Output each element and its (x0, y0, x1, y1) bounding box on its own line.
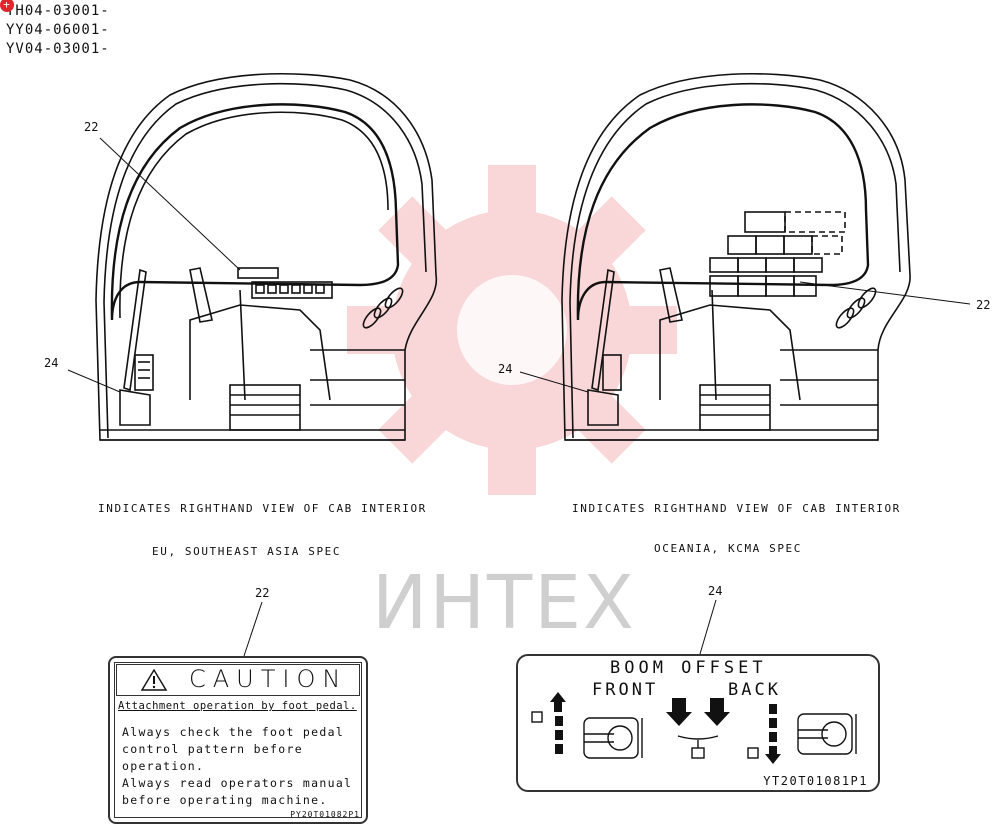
machine-top-view-left-icon (583, 717, 643, 759)
serial-range-2: YY04-06001- (6, 22, 110, 38)
watermark-text: ИНТЕХ (372, 560, 636, 646)
arrow-down-icon (666, 698, 692, 726)
arrow-down-icon (704, 698, 730, 726)
boom-offset-front: FRONT (592, 680, 659, 700)
callout-24-left: 24 (44, 356, 59, 370)
serial-range-list: + YH04-03001- YY04-06001- YV04-03001- (0, 0, 110, 59)
arrow-up-icon (550, 692, 566, 712)
caution-line: control pattern before (122, 742, 303, 756)
caution-subtitle: Attachment operation by foot pedal. (118, 700, 357, 712)
caution-label-frame (114, 662, 362, 818)
boom-offset-back: BACK (728, 680, 781, 700)
caution-label: CAUTION Attachment operation by foot ped… (108, 656, 368, 824)
caution-body: Always check the foot pedal control patt… (122, 724, 352, 809)
caution-line: Always check the foot pedal (122, 725, 345, 739)
left-view-spec: EU, SOUTHEAST ASIA SPEC (152, 545, 342, 558)
caution-title-row: CAUTION (116, 664, 360, 696)
revision-badge: + (0, 0, 14, 12)
boom-offset-part-code: YT20T01081P1 (763, 774, 868, 788)
serial-range-3: YV04-03001- (6, 41, 110, 57)
arrow-down-icon (765, 746, 781, 764)
machine-top-view-right-icon (797, 713, 857, 755)
right-view-spec: OCEANIA, KCMA SPEC (654, 542, 803, 555)
serial-range-1: YH04-03001- (6, 3, 110, 19)
caution-line: before operating machine. (122, 793, 328, 807)
caution-part-code: PY20T01082P1 (290, 810, 360, 819)
caution-line: Always read operators manual (122, 776, 353, 790)
boom-offset-pictograms (531, 692, 857, 764)
pedal-center-icon (677, 735, 719, 759)
warning-triangle-icon (141, 669, 167, 691)
left-view-caption: INDICATES RIGHTHAND VIEW OF CAB INTERIOR (98, 502, 427, 515)
caution-line: operation. (122, 759, 205, 773)
caution-title: CAUTION (189, 665, 348, 693)
boom-offset-label: BOOM OFFSET FRONT BACK (516, 654, 880, 792)
label-22-number: 22 (255, 586, 270, 600)
pedal-right-icon (747, 747, 759, 759)
pedal-left-icon (531, 711, 543, 723)
callout-22-left: 22 (84, 120, 99, 134)
boom-offset-heading: BOOM OFFSET (610, 658, 767, 678)
label-24-number: 24 (708, 584, 723, 598)
callout-22-right: 22 (976, 298, 991, 312)
callout-24-right: 24 (498, 362, 513, 376)
right-view-caption: INDICATES RIGHTHAND VIEW OF CAB INTERIOR (572, 502, 901, 515)
